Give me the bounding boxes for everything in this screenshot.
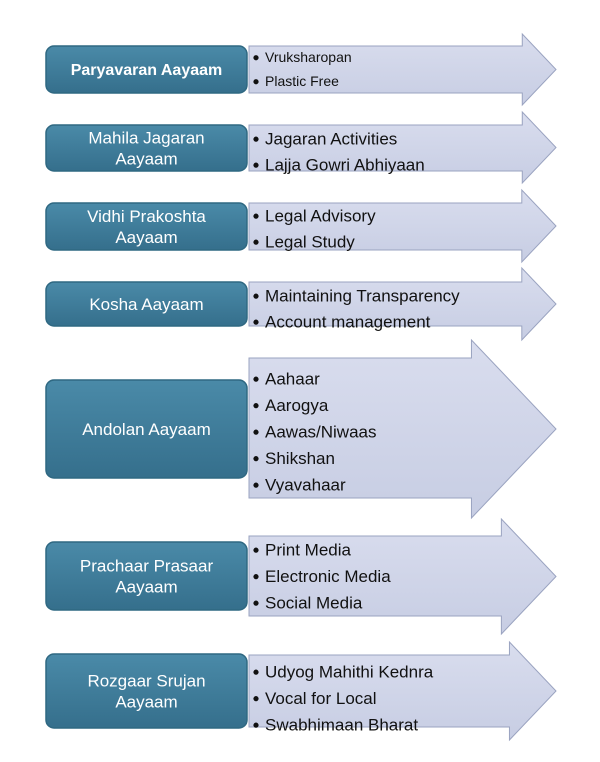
category-box bbox=[45, 124, 248, 172]
list-item: Plastic Free bbox=[265, 73, 339, 89]
bullet-icon bbox=[253, 482, 259, 488]
bullet-icon bbox=[253, 239, 259, 245]
arrow-shape bbox=[248, 640, 557, 742]
bullet-icon bbox=[253, 136, 259, 142]
category-label: Paryavaran Aayaam bbox=[71, 62, 223, 79]
list-item: Udyog Mahithi Kednra bbox=[265, 663, 434, 682]
list-item: Aahaar bbox=[265, 370, 320, 389]
category-label: Mahila Jagaran bbox=[88, 128, 204, 147]
category-label: Aayaam bbox=[115, 577, 177, 596]
bullet-icon bbox=[253, 213, 259, 219]
category-box bbox=[45, 541, 248, 611]
bullet-icon bbox=[253, 79, 259, 85]
category-label: Vidhi Prakoshta bbox=[87, 207, 206, 226]
category-label: Prachaar Prasaar bbox=[80, 556, 214, 575]
category-label: Aayaam bbox=[115, 692, 177, 711]
list-item: Electronic Media bbox=[265, 567, 391, 586]
row-5: Andolan Aayaam AahaarAarogyaAawas/NiwaasS… bbox=[45, 338, 557, 520]
bullet-icon bbox=[253, 403, 259, 409]
category-label: Aayaam bbox=[115, 149, 177, 168]
bullet-icon bbox=[253, 722, 259, 728]
arrow-shape bbox=[248, 266, 557, 342]
list-item: Jagaran Activities bbox=[265, 130, 397, 149]
list-item: Aawas/Niwaas bbox=[265, 423, 377, 442]
arrow-shape bbox=[248, 188, 557, 264]
bullet-icon bbox=[253, 547, 259, 553]
list-item: Legal Study bbox=[265, 233, 355, 252]
list-item: Maintaining Transparency bbox=[265, 287, 460, 306]
bullet-icon bbox=[253, 55, 259, 61]
row-4: Kosha Aayaam Maintaining TransparencyAcco… bbox=[45, 266, 557, 342]
bullet-icon bbox=[253, 696, 259, 702]
arrow-shape bbox=[248, 110, 557, 185]
list-item: Swabhimaan Bharat bbox=[265, 716, 418, 735]
list-item: Vruksharopan bbox=[265, 49, 352, 65]
bullet-icon bbox=[253, 319, 259, 325]
category-label: Andolan Aayaam bbox=[82, 420, 211, 439]
bullet-icon bbox=[253, 376, 259, 382]
bullet-icon bbox=[253, 669, 259, 675]
list-item: Legal Advisory bbox=[265, 207, 376, 226]
category-label: Aayaam bbox=[115, 228, 177, 247]
list-item: Aarogya bbox=[265, 396, 329, 415]
list-item: Lajja Gowri Abhiyaan bbox=[265, 156, 425, 175]
list-item: Vyavahaar bbox=[265, 476, 346, 495]
list-item: Print Media bbox=[265, 541, 352, 560]
bullet-icon bbox=[253, 456, 259, 462]
list-item: Account management bbox=[265, 313, 431, 332]
bullet-icon bbox=[253, 293, 259, 299]
category-box bbox=[45, 653, 248, 729]
list-item: Vocal for Local bbox=[265, 689, 377, 708]
category-label: Kosha Aayaam bbox=[89, 295, 203, 314]
arrow-shape bbox=[248, 338, 557, 520]
bullet-icon bbox=[253, 429, 259, 435]
category-box bbox=[45, 379, 248, 479]
category-box bbox=[45, 45, 248, 94]
list-item: Shikshan bbox=[265, 449, 335, 468]
list-item: Social Media bbox=[265, 594, 363, 613]
category-box bbox=[45, 202, 248, 251]
bullet-icon bbox=[253, 574, 259, 580]
category-label: Rozgaar Srujan bbox=[87, 671, 205, 690]
arrow-shape bbox=[248, 32, 557, 107]
category-box bbox=[45, 281, 248, 327]
bullet-icon bbox=[253, 162, 259, 168]
arrow-shape bbox=[248, 517, 557, 636]
bullet-icon bbox=[253, 600, 259, 606]
